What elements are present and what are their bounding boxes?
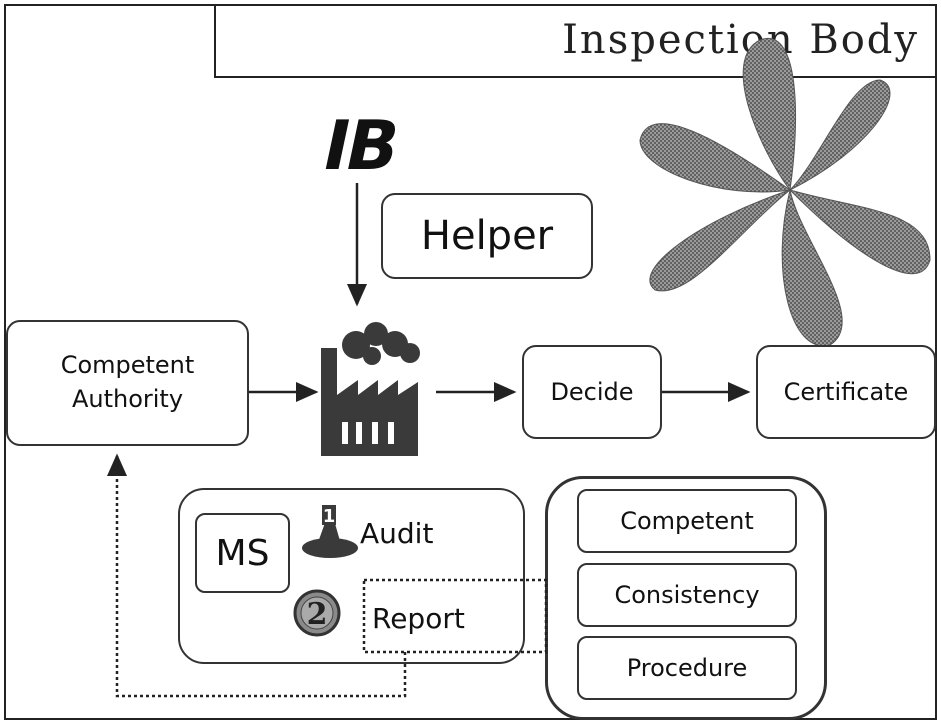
- helper-label: Helper: [420, 213, 554, 259]
- competent-authority-line-1: Competent: [60, 351, 195, 380]
- outer-frame: [4, 4, 937, 720]
- report-label: Report: [372, 602, 465, 635]
- decide-box: Decide: [522, 345, 662, 439]
- flower-petal-upper-right: [789, 79, 891, 191]
- step-two-number: 2: [307, 597, 328, 632]
- flower-petal-left: [639, 123, 792, 193]
- diagram-title: Inspection Body: [562, 17, 919, 63]
- ms-label: MS: [215, 532, 270, 574]
- certificate-box: Certificate: [756, 345, 936, 439]
- requirement-consistency-label: Consistency: [614, 581, 760, 609]
- competent-authority-box: Competent Authority: [6, 320, 249, 446]
- flower-petal-right: [788, 188, 931, 275]
- dotted-feedback-to-authority: [107, 453, 407, 698]
- requirement-competent-label: Competent: [620, 507, 754, 535]
- audit-label: Audit: [360, 517, 434, 550]
- requirement-procedure-label: Procedure: [626, 654, 748, 682]
- requirement-consistency-box: Consistency: [577, 563, 797, 627]
- flower-petal-top: [742, 37, 797, 192]
- requirement-procedure-box: Procedure: [577, 636, 797, 700]
- ms-box: MS: [195, 513, 290, 593]
- certificate-label: Certificate: [783, 378, 909, 406]
- decide-label: Decide: [550, 378, 634, 406]
- competent-authority-line-2: Authority: [71, 385, 184, 413]
- helper-box: Helper: [381, 193, 593, 279]
- step-one-number: 1: [323, 506, 336, 527]
- title-bar: Inspection Body: [214, 4, 937, 78]
- report-dotted-frame: [362, 578, 548, 654]
- requirement-competent-box: Competent: [577, 489, 797, 553]
- flower-petal-lower-left: [649, 189, 791, 292]
